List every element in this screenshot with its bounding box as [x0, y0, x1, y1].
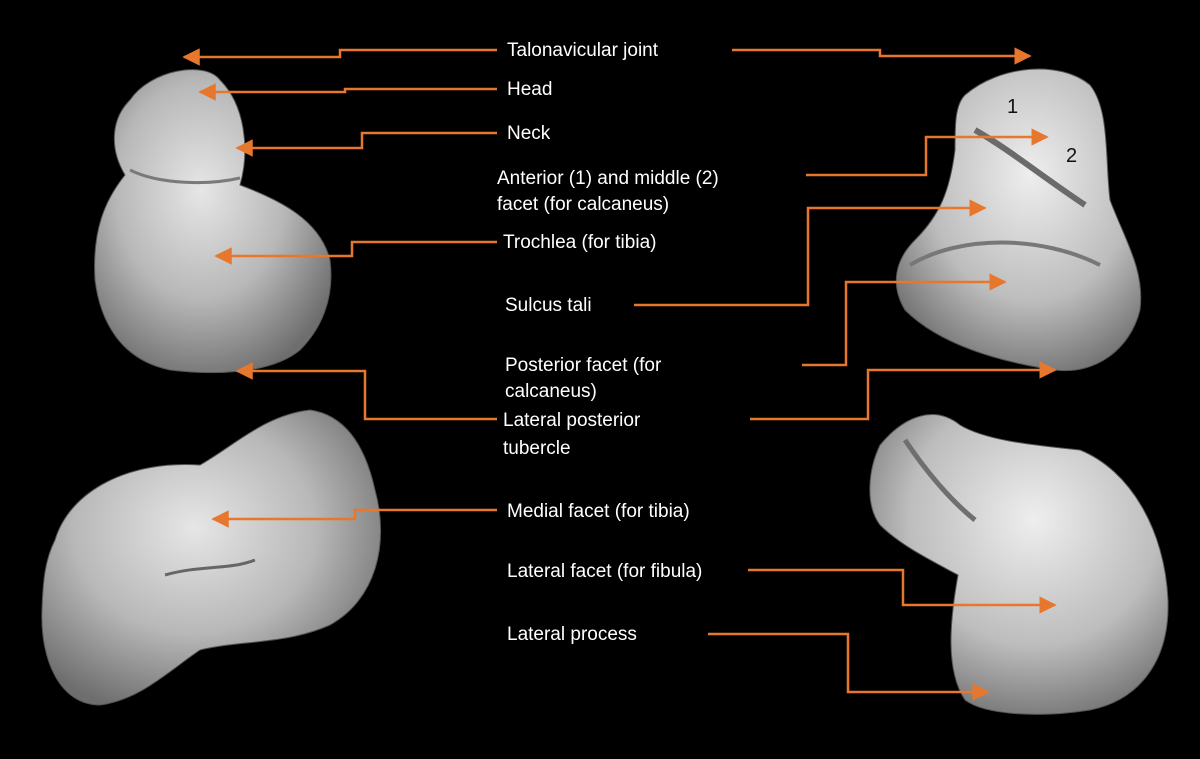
- leader-anterior-middle-facet: [806, 128, 1049, 177]
- talus-medial-view: [41, 409, 382, 706]
- label-sulcus-tali: Sulcus tali: [505, 295, 592, 316]
- leader-neck: [235, 131, 497, 157]
- leader-medial-facet: [211, 508, 497, 528]
- label-posterior-facet-1: Posterior facet (for: [505, 355, 662, 376]
- leader-lateral-process: [708, 632, 990, 701]
- talus-superior-view: [94, 69, 332, 374]
- leader-talonavicular-right: [732, 47, 1032, 65]
- leader-sulcus-tali: [634, 199, 987, 307]
- marker-2: 2: [1066, 145, 1078, 167]
- label-anterior-middle-facet-1: Anterior (1) and middle (2): [497, 168, 719, 189]
- leader-lateral-posterior-tubercle-right: [750, 361, 1057, 421]
- label-head: Head: [507, 79, 553, 100]
- leader-posterior-facet: [802, 273, 1007, 367]
- label-neck: Neck: [507, 123, 551, 144]
- talus-lateral-view: [869, 414, 1169, 715]
- leader-head: [198, 83, 497, 101]
- leader-talonavicular-left: [182, 48, 497, 66]
- leader-lateral-posterior-tubercle-left: [235, 362, 497, 421]
- label-lateral-facet: Lateral facet (for fibula): [507, 561, 703, 582]
- label-medial-facet: Medial facet (for tibia): [507, 501, 690, 522]
- label-anterior-middle-facet-2: facet (for calcaneus): [497, 194, 670, 215]
- leader-lines: [182, 47, 1057, 701]
- label-lateral-process: Lateral process: [507, 624, 637, 645]
- label-trochlea: Trochlea (for tibia): [503, 232, 657, 253]
- leader-lateral-facet: [748, 568, 1057, 614]
- label-lateral-posterior-tubercle-1: Lateral posterior: [503, 410, 641, 431]
- label-lateral-posterior-tubercle-2: tubercle: [503, 438, 571, 459]
- talus-inferior-view: [895, 68, 1142, 372]
- label-posterior-facet-2: calcaneus): [505, 381, 597, 402]
- label-talonavicular-joint: Talonavicular joint: [507, 40, 659, 61]
- leader-trochlea: [214, 240, 497, 265]
- marker-1: 1: [1007, 96, 1019, 118]
